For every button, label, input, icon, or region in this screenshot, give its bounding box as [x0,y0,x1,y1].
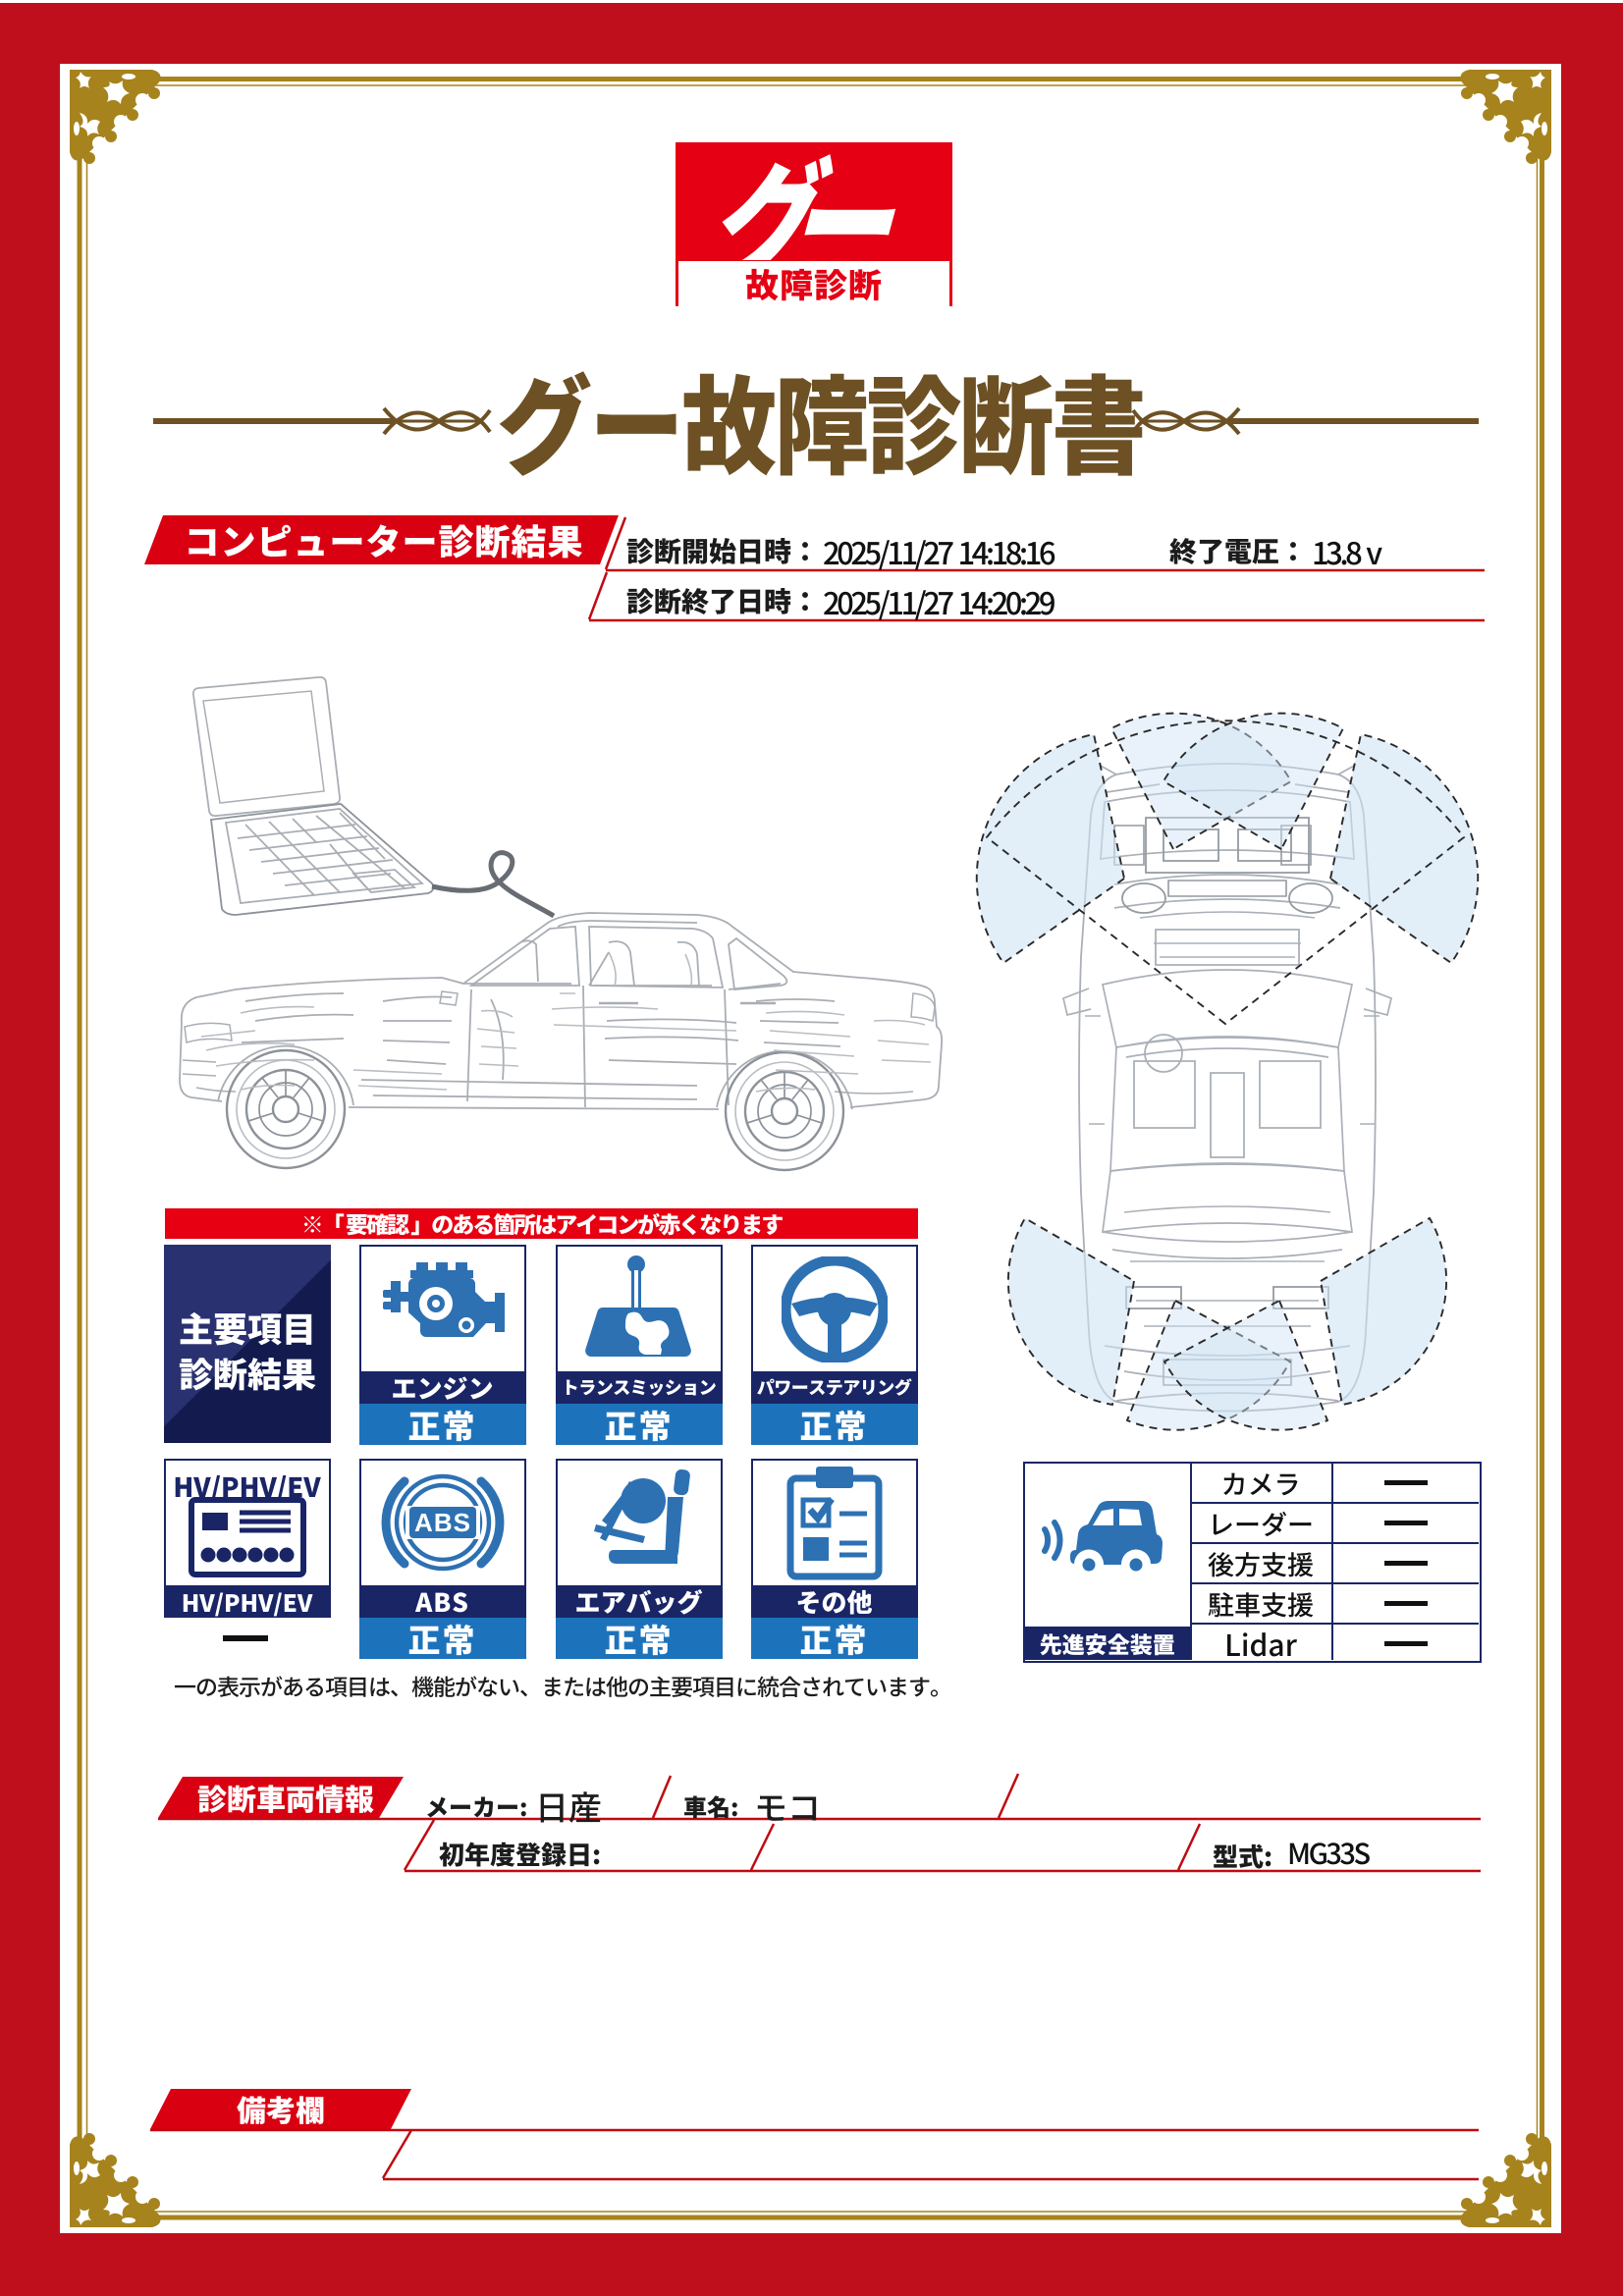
svg-text:ABS: ABS [414,1508,471,1537]
